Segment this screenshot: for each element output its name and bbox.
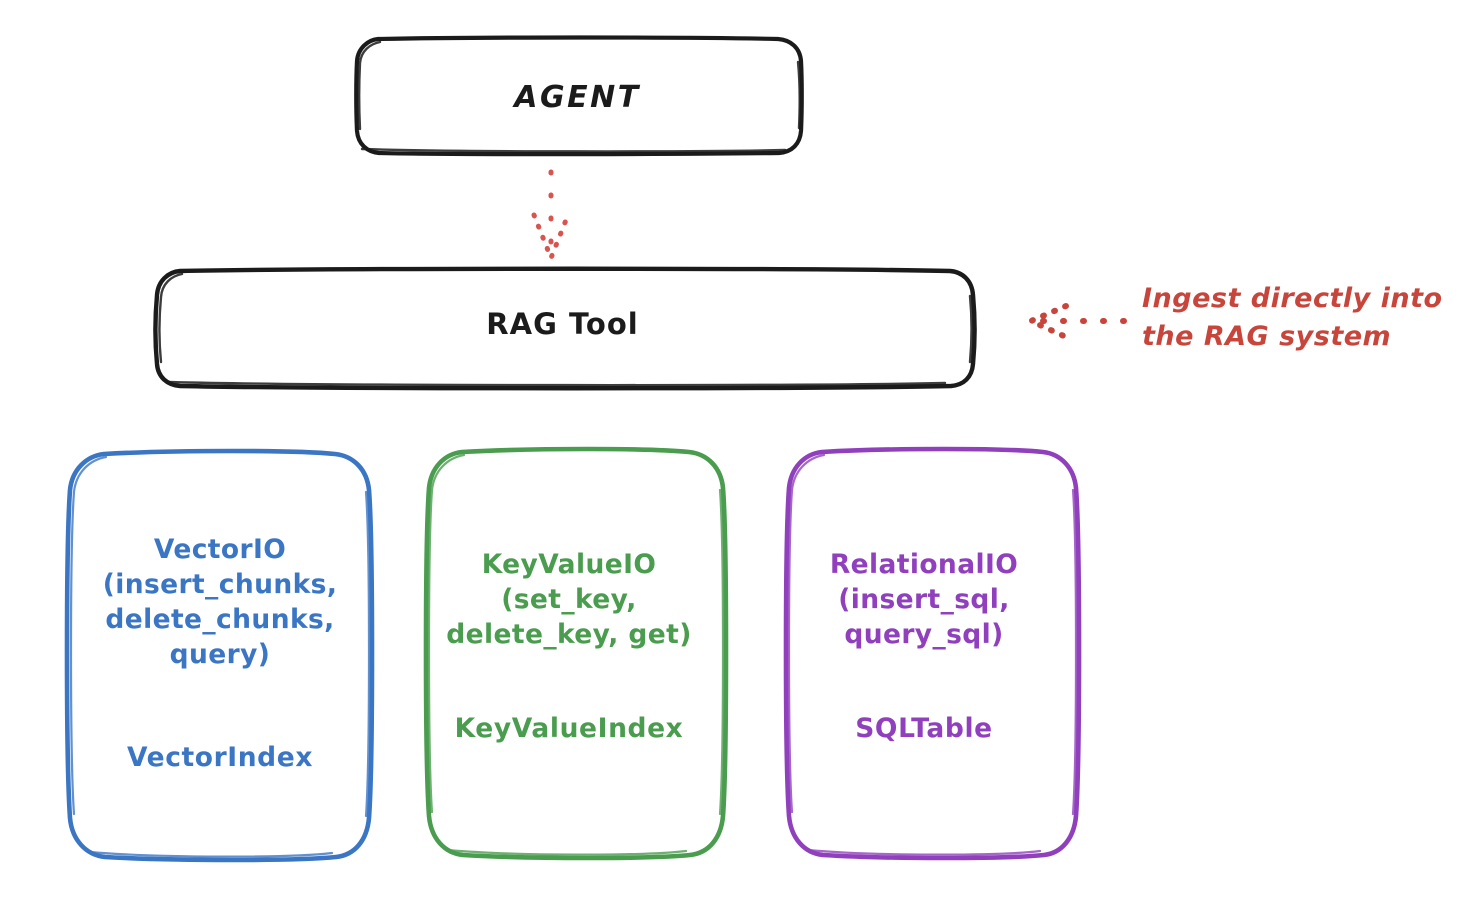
relational-io-box-sketch-pass [787, 453, 1078, 856]
edge-ingest-arrow [1023, 303, 1127, 340]
key-value-io-box-outline [423, 446, 729, 861]
vector-index-label: VectorIndex [126, 742, 314, 773]
vector-io-box-outline [64, 448, 375, 863]
edge-agent-to-rag-tool [531, 169, 571, 265]
ingest-annotation-text: Ingest directly into the RAG system [1142, 283, 1443, 353]
sql-table-label: SQLTable [855, 713, 993, 744]
rag-tool-box-sketch-pass [158, 272, 973, 387]
rag-tool-box-outline [153, 266, 977, 391]
node-relational-io[interactable] [783, 446, 1082, 861]
ingest-arrowhead [1023, 303, 1069, 340]
node-vector-io[interactable] [64, 448, 375, 863]
vector-io-label: VectorIO (insert_chunks, delete_chunks, … [102, 534, 338, 670]
node-agent[interactable] [354, 35, 804, 157]
agent-box-sketch-pass [358, 40, 801, 153]
key-value-io-box-sketch-pass [427, 453, 725, 856]
key-value-io-label: KeyValueIO (set_key, delete_key, get) [446, 549, 692, 650]
rag-tool-label: RAG Tool [486, 307, 639, 341]
agent-box-outline [354, 35, 804, 157]
agent-rag-arrowhead [531, 212, 571, 265]
relational-io-box-outline [783, 446, 1082, 861]
agent-label: AGENT [514, 80, 641, 115]
relational-io-label: RelationalIO (insert_sql, query_sql) [829, 549, 1019, 650]
key-value-index-label: KeyValueIndex [454, 713, 684, 744]
node-key-value-io[interactable] [423, 446, 729, 861]
vector-io-box-sketch-pass [69, 455, 371, 858]
node-rag-tool[interactable] [153, 266, 977, 391]
